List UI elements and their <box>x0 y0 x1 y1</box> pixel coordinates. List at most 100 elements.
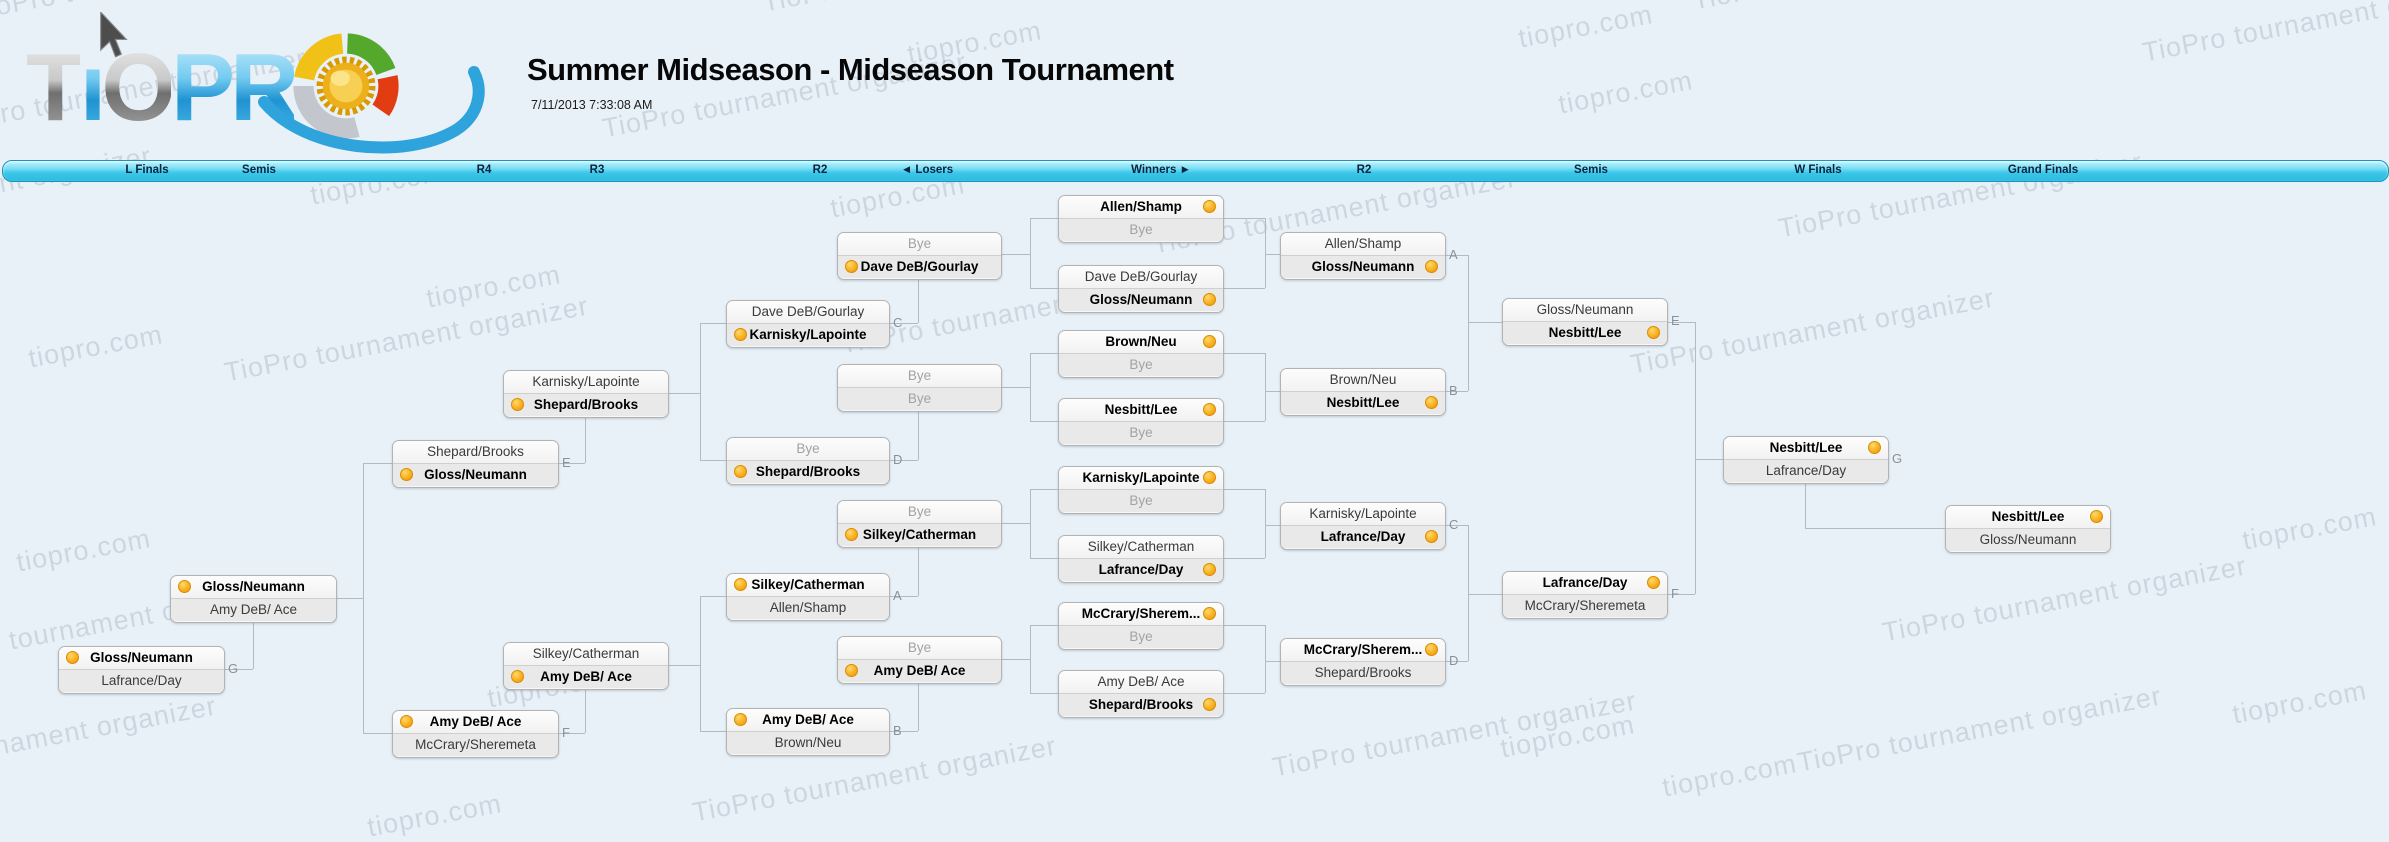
bracket-connector <box>1222 693 1265 694</box>
bracket-connector <box>1265 525 1280 526</box>
team-slot-bottom[interactable]: Shepard/Brooks <box>504 393 668 416</box>
team-slot-top[interactable]: Shepard/Brooks <box>393 441 558 463</box>
team-slot-top[interactable]: Amy DeB/ Ace <box>1059 671 1223 693</box>
bracket-connector <box>557 463 585 464</box>
team-slot-top[interactable]: Amy DeB/ Ace <box>727 709 889 731</box>
team-name: Nesbitt/Lee <box>1326 395 1400 410</box>
team-slot-top[interactable]: McCrary/Sherem... <box>1059 603 1223 625</box>
team-slot-top[interactable]: Bye <box>838 501 1001 523</box>
bracket-connector <box>700 596 701 731</box>
team-slot-bottom[interactable]: Gloss/Neumann <box>1281 255 1445 278</box>
team-slot-bottom[interactable]: Bye <box>838 387 1001 410</box>
team-slot-top[interactable]: Gloss/Neumann <box>59 647 224 669</box>
team-slot-top[interactable]: Silkey/Catherman <box>504 643 668 665</box>
team-slot-bottom[interactable]: Shepard/Brooks <box>727 460 889 483</box>
bracket-connector <box>585 416 586 463</box>
bracket-connector <box>585 688 586 733</box>
bracket-connector <box>1265 254 1280 255</box>
team-name: Gloss/Neumann <box>90 650 193 665</box>
bracket-connector <box>1265 625 1266 693</box>
team-slot-bottom[interactable]: Silkey/Catherman <box>838 523 1001 546</box>
team-slot-top[interactable]: Karnisky/Lapointe <box>1281 503 1445 525</box>
team-slot-top[interactable]: Nesbitt/Lee <box>1724 437 1888 459</box>
team-slot-bottom[interactable]: Lafrance/Day <box>1059 558 1223 581</box>
team-slot-bottom[interactable]: Nesbitt/Lee <box>1503 321 1667 344</box>
team-slot-top[interactable]: Nesbitt/Lee <box>1059 399 1223 421</box>
team-slot-bottom[interactable]: Bye <box>1059 489 1223 512</box>
team-slot-top[interactable]: Silkey/Catherman <box>727 574 889 596</box>
team-slot-bottom[interactable]: Bye <box>1059 421 1223 444</box>
team-slot-bottom[interactable]: Karnisky/Lapointe <box>727 323 889 346</box>
team-slot-bottom[interactable]: Brown/Neu <box>727 731 889 754</box>
team-name: Lafrance/Day <box>1542 575 1628 590</box>
team-slot-bottom[interactable]: Bye <box>1059 218 1223 241</box>
team-slot-top[interactable]: Allen/Shamp <box>1281 233 1445 255</box>
team-slot-top[interactable]: McCrary/Sherem... <box>1281 639 1445 661</box>
team-slot-top[interactable]: Bye <box>838 637 1001 659</box>
team-slot-top[interactable]: Allen/Shamp <box>1059 196 1223 218</box>
team-slot-top[interactable]: Nesbitt/Lee <box>1946 506 2110 528</box>
bracket-connector <box>363 463 364 733</box>
team-slot-top[interactable]: Silkey/Catherman <box>1059 536 1223 558</box>
team-slot-top[interactable]: Bye <box>727 438 889 460</box>
team-slot-bottom[interactable]: Nesbitt/Lee <box>1281 391 1445 414</box>
team-slot-bottom[interactable]: McCrary/Sheremeta <box>393 733 558 756</box>
team-slot-top[interactable]: Amy DeB/ Ace <box>393 711 558 733</box>
team-slot-bottom[interactable]: Bye <box>1059 353 1223 376</box>
team-slot-bottom[interactable]: Gloss/Neumann <box>1059 288 1223 311</box>
team-slot-top[interactable]: Bye <box>838 233 1001 255</box>
bracket-connector <box>1468 594 1502 595</box>
team-name: Shepard/Brooks <box>755 464 861 479</box>
team-name: Brown/Neu <box>1329 372 1397 387</box>
team-slot-bottom[interactable]: Shepard/Brooks <box>1281 661 1445 684</box>
team-slot-top[interactable]: Karnisky/Lapointe <box>1059 467 1223 489</box>
team-slot-bottom[interactable]: Gloss/Neumann <box>1946 528 2110 551</box>
winner-dot-icon <box>400 468 413 481</box>
team-slot-top[interactable]: Brown/Neu <box>1281 369 1445 391</box>
team-slot-bottom[interactable]: Shepard/Brooks <box>1059 693 1223 716</box>
team-name: Amy DeB/ Ace <box>762 712 854 727</box>
team-name: McCrary/Sherem... <box>1303 642 1423 657</box>
bracket-connector <box>918 682 919 731</box>
team-slot-top[interactable]: Brown/Neu <box>1059 331 1223 353</box>
bracket-connector <box>918 546 919 596</box>
team-slot-bottom[interactable]: Amy DeB/ Ace <box>504 665 668 688</box>
team-slot-bottom[interactable]: Lafrance/Day <box>1281 525 1445 548</box>
round-label-r2: R2 <box>812 164 828 176</box>
team-slot-top[interactable]: Karnisky/Lapointe <box>504 371 668 393</box>
winner-dot-icon <box>1425 396 1438 409</box>
team-name: Gloss/Neumann <box>202 579 305 594</box>
team-name: Amy DeB/ Ace <box>429 714 522 729</box>
winner-dot-icon <box>1203 563 1216 576</box>
team-slot-top[interactable]: Bye <box>838 365 1001 387</box>
team-slot-top[interactable]: Gloss/Neumann <box>171 576 336 598</box>
team-slot-bottom[interactable]: Allen/Shamp <box>727 596 889 619</box>
team-slot-top[interactable]: Gloss/Neumann <box>1503 299 1667 321</box>
bracket-connector <box>1468 322 1502 323</box>
team-slot-top[interactable]: Lafrance/Day <box>1503 572 1667 594</box>
team-slot-bottom[interactable]: Bye <box>1059 625 1223 648</box>
team-slot-bottom[interactable]: McCrary/Sheremeta <box>1503 594 1667 617</box>
round-label-semis: Semis <box>1574 164 1608 176</box>
team-slot-top[interactable]: Dave DeB/Gourlay <box>1059 266 1223 288</box>
team-slot-bottom[interactable]: Gloss/Neumann <box>393 463 558 486</box>
team-slot-bottom[interactable]: Amy DeB/ Ace <box>838 659 1001 682</box>
team-slot-bottom[interactable]: Amy DeB/ Ace <box>171 598 336 621</box>
bracket-connector <box>888 596 918 597</box>
team-slot-top[interactable]: Dave DeB/Gourlay <box>727 301 889 323</box>
team-slot-bottom[interactable]: Lafrance/Day <box>1724 459 1888 482</box>
team-slot-bottom[interactable]: Lafrance/Day <box>59 669 224 692</box>
round-label-losers: ◄ Losers <box>900 164 954 176</box>
match-letter-E: E <box>1671 313 1680 328</box>
team-slot-bottom[interactable]: Dave DeB/Gourlay <box>838 255 1001 278</box>
bye-label: Bye <box>907 391 932 406</box>
